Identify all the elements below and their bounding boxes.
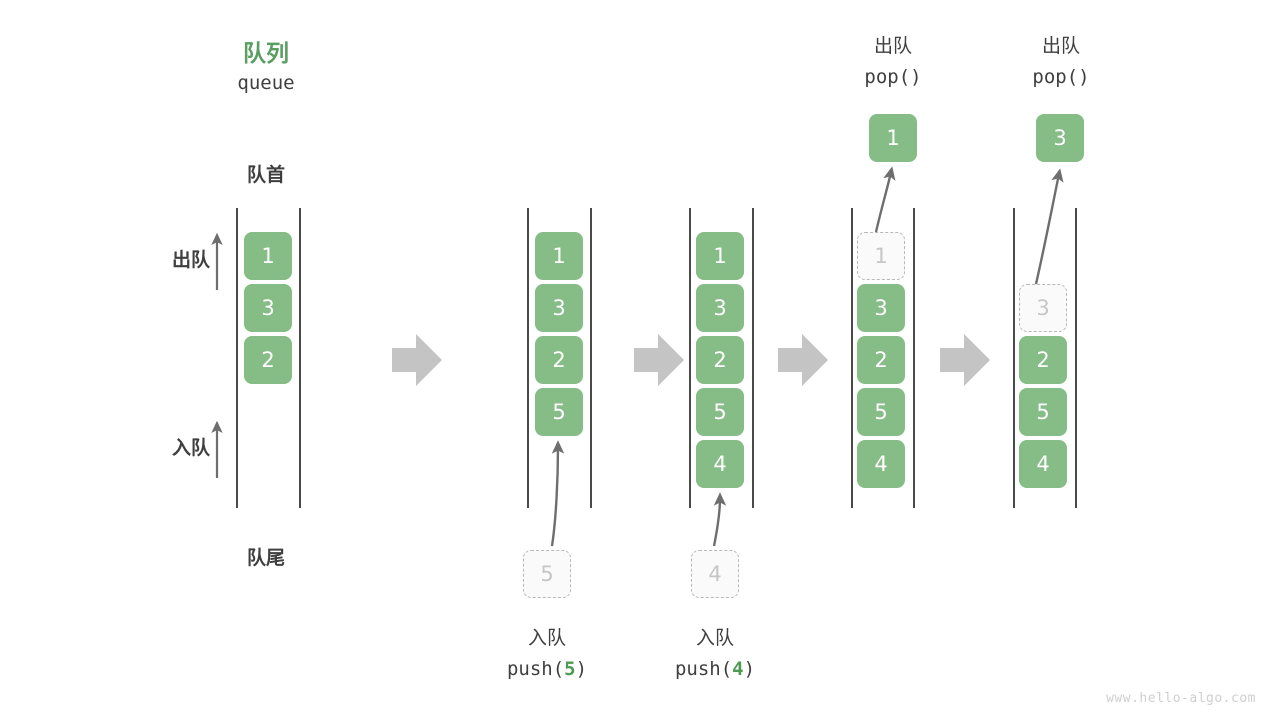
queue1-cell-0: 1 xyxy=(244,232,292,280)
queue4-cell-2: 2 xyxy=(857,336,905,384)
queue4-rail-left xyxy=(851,208,853,508)
step-arrow-1 xyxy=(392,334,442,386)
push4-code-arg: 4 xyxy=(732,658,744,680)
queue-head-label: 队首 xyxy=(246,164,285,186)
queue4-op-label-code: pop() xyxy=(864,66,922,88)
queue1-cell-2: 2 xyxy=(244,336,292,384)
step-arrow-2 xyxy=(634,334,684,386)
queue4-cell-0-ghost: 1 xyxy=(857,232,905,280)
queue2-cell-0: 1 xyxy=(535,232,583,280)
queue5-rail-left xyxy=(1013,208,1015,508)
queue4-cell-3: 5 xyxy=(857,388,905,436)
queue3-cell-1: 3 xyxy=(696,284,744,332)
queue3-rail-left xyxy=(689,208,691,508)
queue3-cell-4: 4 xyxy=(696,440,744,488)
queue5-op-label-code: pop() xyxy=(1032,66,1090,88)
queue2-cell-2: 2 xyxy=(535,336,583,384)
queue2-op-label-cn: 入队 xyxy=(527,627,566,649)
push4-code-prefix: push( xyxy=(674,658,733,680)
queue5-cell-2: 5 xyxy=(1019,388,1067,436)
queue4-cell-1: 3 xyxy=(857,284,905,332)
queue5-cell-1: 2 xyxy=(1019,336,1067,384)
queue2-cell-3: 5 xyxy=(535,388,583,436)
queue5-rail-right xyxy=(1075,208,1077,508)
queue4-popped-cell: 1 xyxy=(869,114,917,162)
pop3-arrow xyxy=(1034,168,1064,285)
queue3-cell-0: 1 xyxy=(696,232,744,280)
queue2-rail-right xyxy=(590,208,592,508)
queue-title-cn: 队列 xyxy=(243,41,289,67)
queue5-popped-cell: 3 xyxy=(1036,114,1084,162)
step-arrow-4 xyxy=(940,334,990,386)
queue4-rail-right xyxy=(913,208,915,508)
push4-arrow xyxy=(712,492,727,547)
queue3-op-label-code: push(4) xyxy=(655,658,775,680)
queue1-rail-right xyxy=(299,208,301,508)
watermark: www.hello-algo.com xyxy=(1106,691,1256,706)
queue3-incoming-cell: 4 xyxy=(691,550,739,598)
queue5-op-label-cn: 出队 xyxy=(1041,35,1080,57)
queue-tail-label: 队尾 xyxy=(246,547,285,569)
queue1-rail-left xyxy=(236,208,238,508)
queue2-rail-left xyxy=(527,208,529,508)
queue-title-code: queue xyxy=(237,72,295,94)
queue3-rail-right xyxy=(752,208,754,508)
queue5-cell-3: 4 xyxy=(1019,440,1067,488)
queue1-cell-1: 3 xyxy=(244,284,292,332)
pop1-arrow xyxy=(874,166,896,233)
push5-code-suffix: ) xyxy=(575,658,588,680)
push4-code-suffix: ) xyxy=(743,658,756,680)
enqueue-direction-label: 入队 xyxy=(171,437,210,459)
dequeue-direction-label: 出队 xyxy=(171,249,210,271)
push5-code-arg: 5 xyxy=(564,658,576,680)
queue5-cell-0-ghost: 3 xyxy=(1019,284,1067,332)
push5-arrow xyxy=(550,440,565,547)
queue2-cell-1: 3 xyxy=(535,284,583,332)
queue2-op-label-code: push(5) xyxy=(487,658,607,680)
queue3-cell-2: 2 xyxy=(696,336,744,384)
queue3-op-label-cn: 入队 xyxy=(695,627,734,649)
queue2-incoming-cell: 5 xyxy=(523,550,571,598)
step-arrow-3 xyxy=(778,334,828,386)
push5-code-prefix: push( xyxy=(506,658,565,680)
queue3-cell-3: 5 xyxy=(696,388,744,436)
queue4-cell-4: 4 xyxy=(857,440,905,488)
queue4-op-label-cn: 出队 xyxy=(873,35,912,57)
